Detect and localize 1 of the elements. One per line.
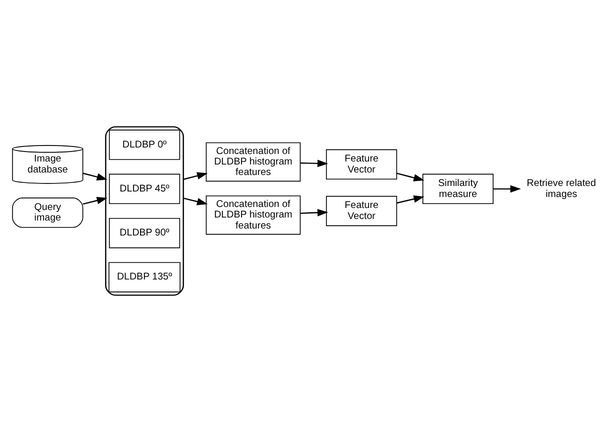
node-text: Retrieve related images (526, 178, 596, 200)
